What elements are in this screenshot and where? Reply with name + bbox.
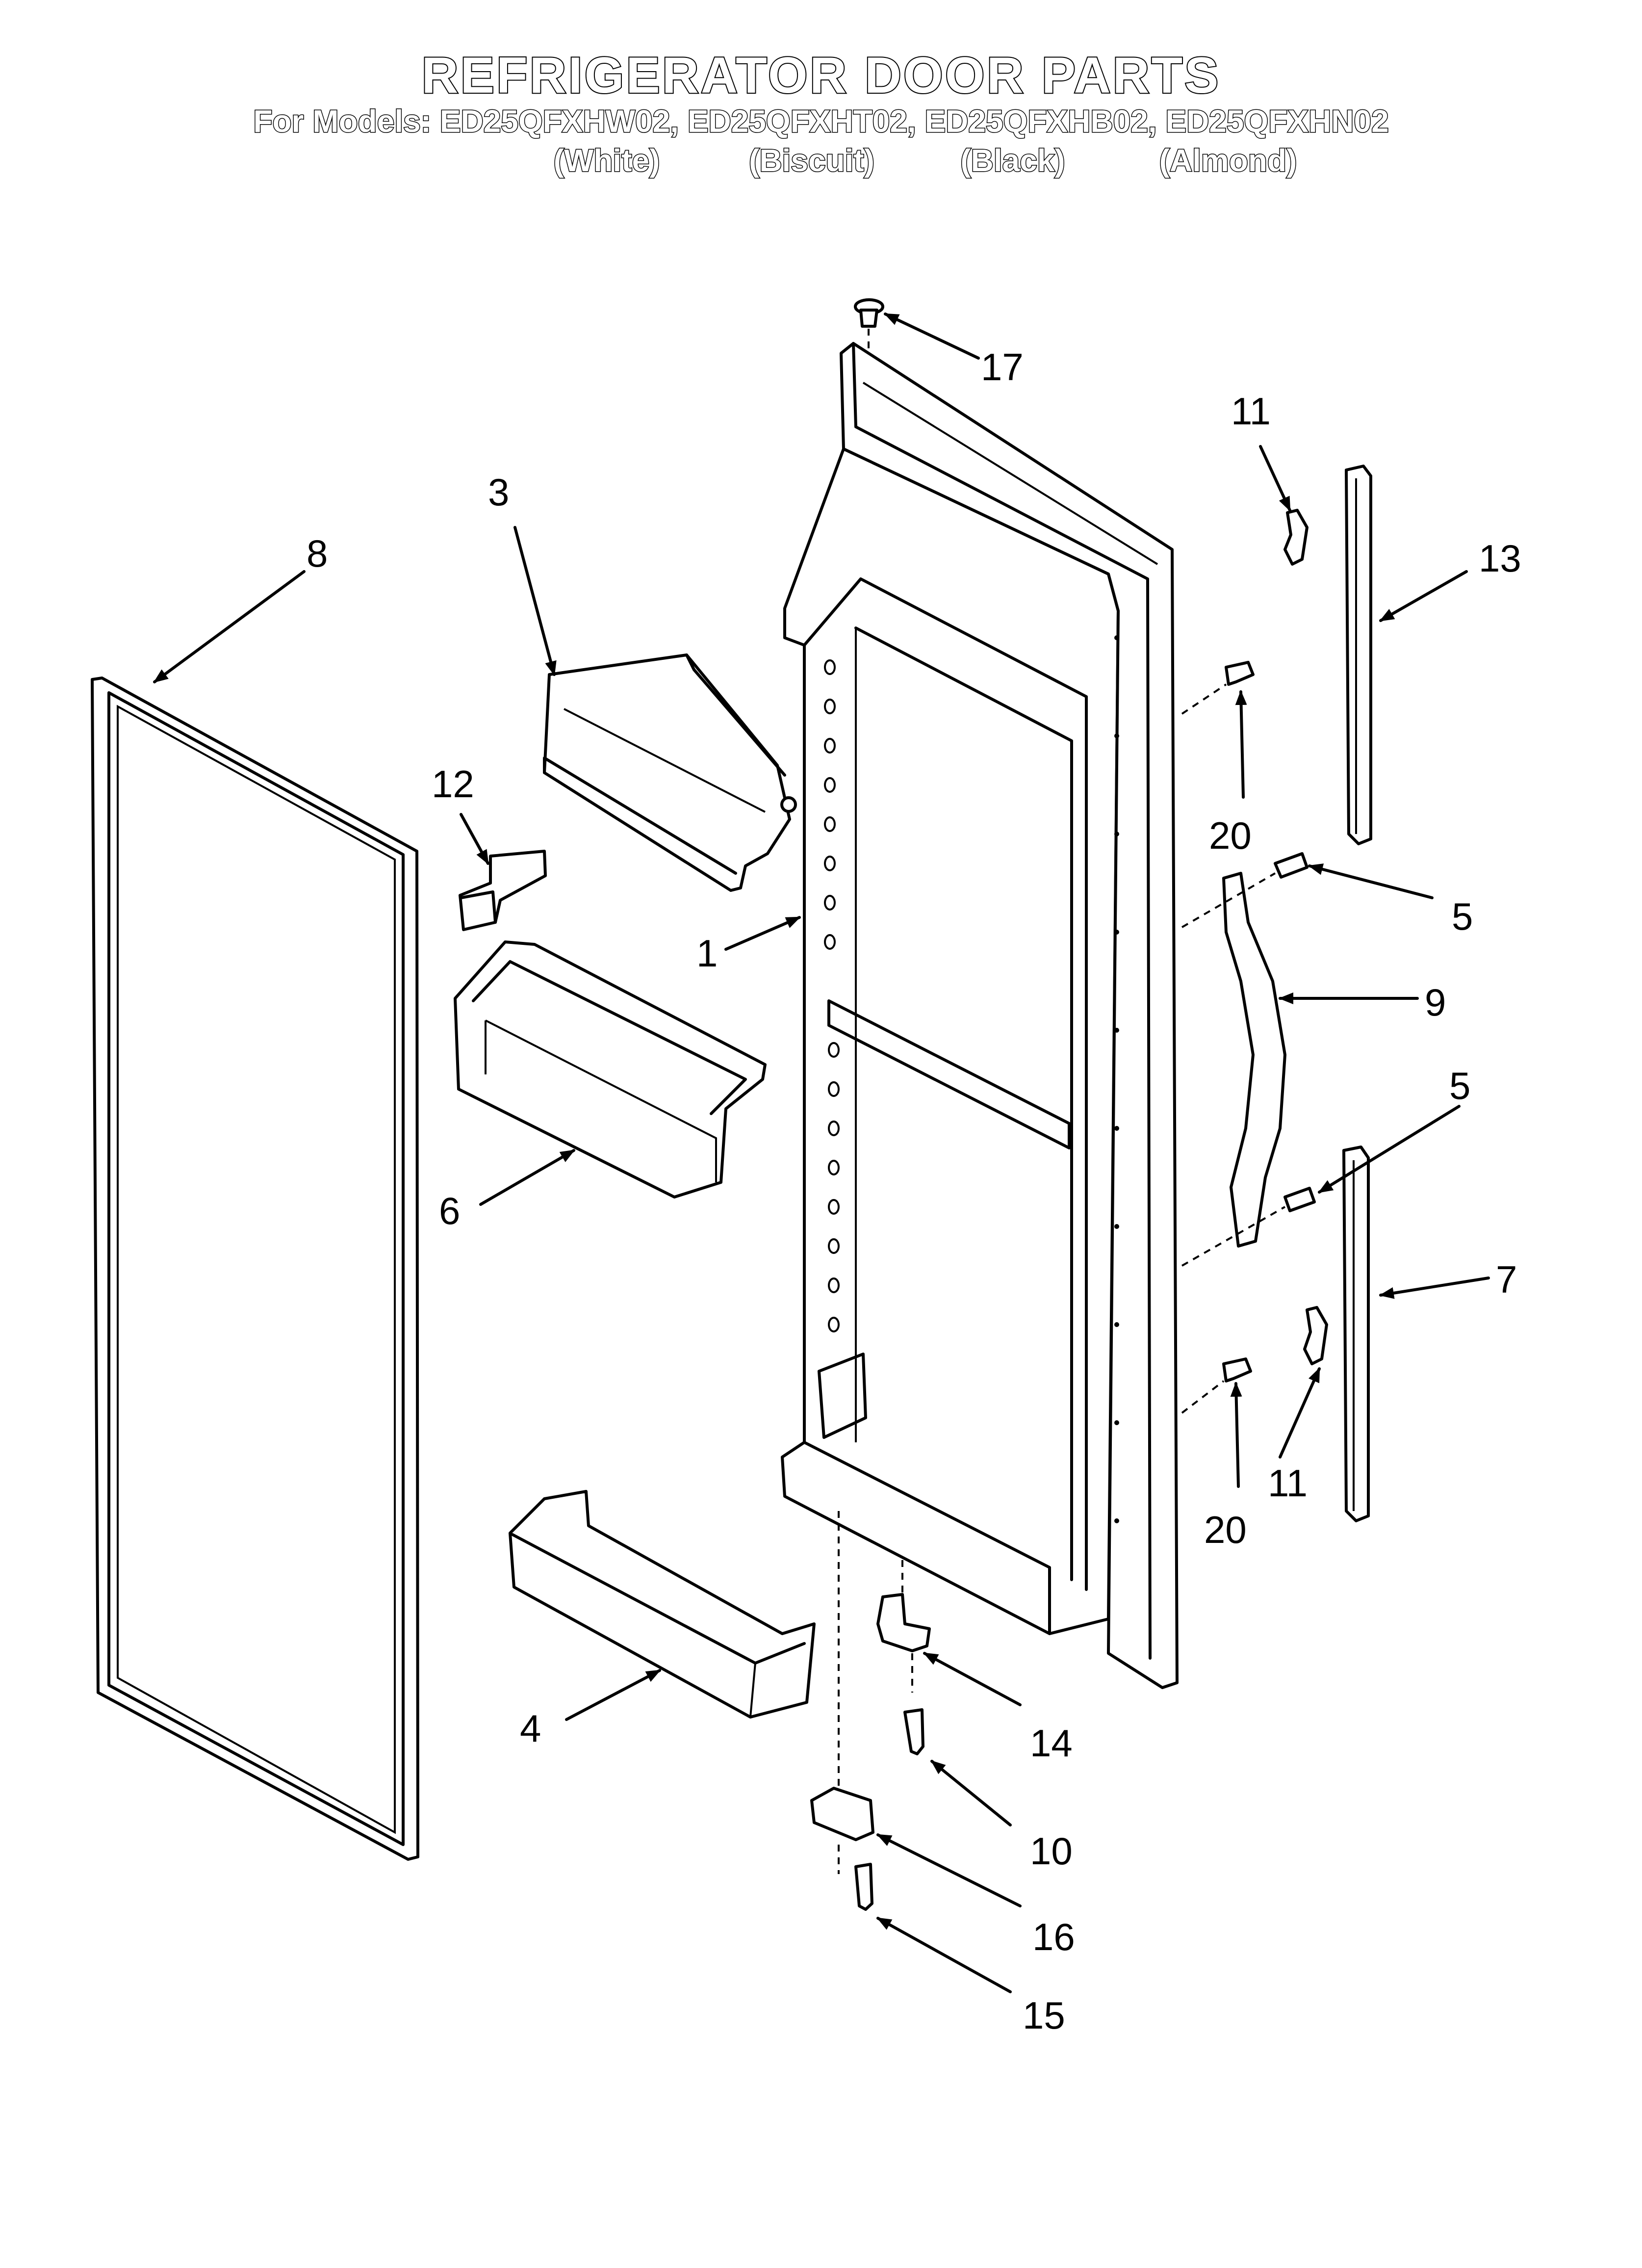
- callout-20-upper: 20: [1209, 814, 1252, 857]
- part-8-door-gasket: [91, 677, 419, 1861]
- part-11-clip-upper: [1283, 509, 1308, 566]
- models-line: For Models: ED25QFXHW02, ED25QFXHT02, ED…: [253, 103, 1389, 140]
- part-9-handle: [1222, 872, 1286, 1248]
- part-7-trim-lower: [1342, 1146, 1370, 1522]
- leader-lines: [153, 313, 1490, 1993]
- callout-1: 1: [696, 932, 718, 975]
- part-11-clip-lower: [1303, 1306, 1328, 1365]
- door-edge-holes: [1114, 635, 1119, 1523]
- callout-11-upper: 11: [1231, 390, 1271, 433]
- part-5-screw-lower: [1181, 1187, 1316, 1267]
- page-title: REFRIGERATOR DOOR PARTS: [421, 46, 1221, 105]
- part-5-screw-upper: [1181, 852, 1308, 928]
- shelf-support-holes: [824, 659, 840, 1332]
- callout-4: 4: [520, 1707, 541, 1750]
- part-17-bushing: [854, 298, 884, 353]
- part-14-hinge-pin: [876, 1560, 931, 1693]
- part-15-screw: [854, 1863, 873, 1911]
- callout-15: 15: [1023, 1994, 1065, 2037]
- callout-6: 6: [439, 1189, 460, 1232]
- part-12-clip: [459, 850, 547, 931]
- part-1-door-liner: [781, 447, 1120, 1635]
- callout-5-lower: 5: [1449, 1064, 1470, 1107]
- callout-8: 8: [307, 532, 328, 575]
- color-black: (Black): [960, 142, 1066, 179]
- part-20-screw-upper: [1181, 661, 1255, 715]
- part-13-trim-upper: [1345, 465, 1372, 845]
- part-10-screw: [903, 1708, 924, 1755]
- callout-10: 10: [1030, 1829, 1073, 1873]
- callout-7: 7: [1496, 1258, 1517, 1301]
- callout-3: 3: [488, 470, 509, 514]
- callout-12: 12: [432, 762, 474, 806]
- part-4-bottom-shelf: [509, 1490, 816, 1719]
- part-20-screw-lower: [1181, 1357, 1252, 1414]
- color-white: (White): [553, 142, 661, 179]
- color-biscuit: (Biscuit): [748, 142, 875, 179]
- part-16-hinge-bracket: [810, 1511, 874, 1874]
- callout-11-lower: 11: [1268, 1461, 1308, 1505]
- color-almond: (Almond): [1158, 142, 1298, 179]
- callout-9: 9: [1425, 981, 1446, 1024]
- part-6-door-bin: [454, 940, 767, 1199]
- callout-labels: 17 11 13 3 8 12 1 20 5 9 5 7 6 11 20 4 1…: [307, 345, 1521, 2037]
- callout-5-upper: 5: [1452, 895, 1473, 938]
- callout-16: 16: [1032, 1915, 1075, 1958]
- callout-14: 14: [1030, 1721, 1073, 1765]
- callout-17: 17: [981, 345, 1024, 389]
- callout-20-lower: 20: [1204, 1508, 1247, 1551]
- callout-13: 13: [1479, 537, 1521, 580]
- outer-door-panel: [840, 342, 1179, 1689]
- part-3-dairy-door: [543, 653, 797, 892]
